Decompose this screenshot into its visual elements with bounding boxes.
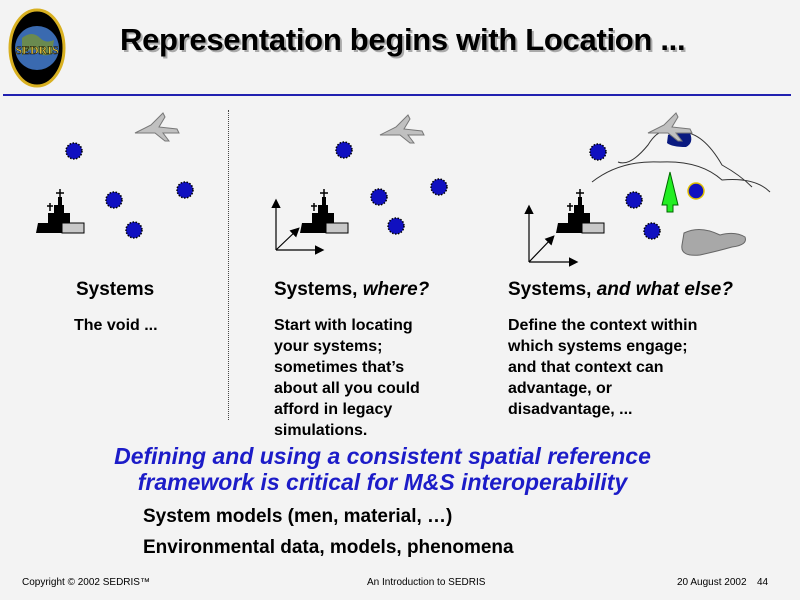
footer-date: 20 August 2002: [677, 577, 747, 588]
bullet-item: Environmental data, models, phenomena: [143, 537, 514, 558]
body-line: simulations.: [274, 422, 368, 439]
column-heading: Systems: [76, 279, 154, 301]
heading-emphasis: and what else?: [596, 279, 733, 300]
unit-icon: [589, 143, 607, 161]
panel-context: [524, 112, 771, 267]
coordinate-axes-icon: [524, 204, 579, 267]
unit-icon: [625, 191, 643, 209]
column-heading: Systems, where?: [274, 279, 429, 301]
heading-text: Systems,: [508, 279, 597, 300]
aircraft-icon: [379, 114, 425, 144]
terrain-feature-icon: [681, 229, 746, 256]
unit-icon: [430, 178, 448, 196]
panel-void: [35, 112, 194, 239]
body-line: Start with locating: [274, 317, 413, 334]
north-arrow-icon: [661, 171, 679, 213]
title-rule: [3, 94, 791, 96]
illustration: [35, 112, 771, 267]
body-line: which systems engage;: [508, 338, 688, 355]
unit-icon: [687, 182, 705, 200]
unit-icon: [65, 142, 83, 160]
aircraft-icon: [134, 112, 180, 142]
key-message-line: framework is critical for M&S interopera…: [137, 469, 628, 495]
ship-icon: [555, 188, 605, 234]
unit-icon: [370, 188, 388, 206]
heading-emphasis: where?: [362, 279, 430, 300]
page-number: 44: [757, 577, 769, 588]
column-body: Start with locating your systems; someti…: [274, 315, 420, 441]
body-line: and that context can: [508, 359, 664, 376]
sedris-logo: SEDRIS: [8, 8, 66, 88]
bullet-item: System models (men, material, …): [143, 506, 453, 527]
body-line: sometimes that’s: [274, 359, 405, 376]
unit-icon: [176, 181, 194, 199]
heading-text: Systems,: [274, 279, 363, 300]
ship-icon: [35, 188, 85, 234]
column-heading: Systems, and what else?: [508, 279, 733, 301]
panel-divider: [228, 110, 229, 420]
body-line: The void ...: [74, 317, 158, 334]
heading-text: Systems: [76, 279, 155, 300]
unit-icon: [105, 191, 123, 209]
column-body: The void ...: [74, 315, 158, 336]
unit-icon: [387, 217, 405, 235]
unit-icon: [335, 141, 353, 159]
unit-icon: [125, 221, 143, 239]
body-line: afford in legacy: [274, 401, 393, 418]
body-line: advantage, or: [508, 380, 613, 397]
panel-where: [271, 114, 448, 255]
ship-icon: [299, 188, 349, 234]
column-body: Define the context within which systems …: [508, 315, 697, 420]
body-line: about all you could: [274, 380, 420, 397]
body-line: your systems;: [274, 338, 383, 355]
body-line: Define the context within: [508, 317, 698, 334]
coordinate-axes-icon: [271, 198, 325, 255]
unit-icon: [643, 222, 661, 240]
key-message: Defining and using a consistent spatial …: [0, 443, 765, 495]
key-message-line: Defining and using a consistent spatial …: [114, 443, 651, 469]
slide-title: Representation begins with Location ...: [120, 22, 686, 57]
body-line: disadvantage, ...: [508, 401, 633, 418]
footer-copyright: Copyright © 2002 SEDRIS™: [22, 577, 150, 588]
svg-text:SEDRIS: SEDRIS: [15, 43, 59, 57]
footer-title: An Introduction to SEDRIS: [367, 577, 486, 588]
